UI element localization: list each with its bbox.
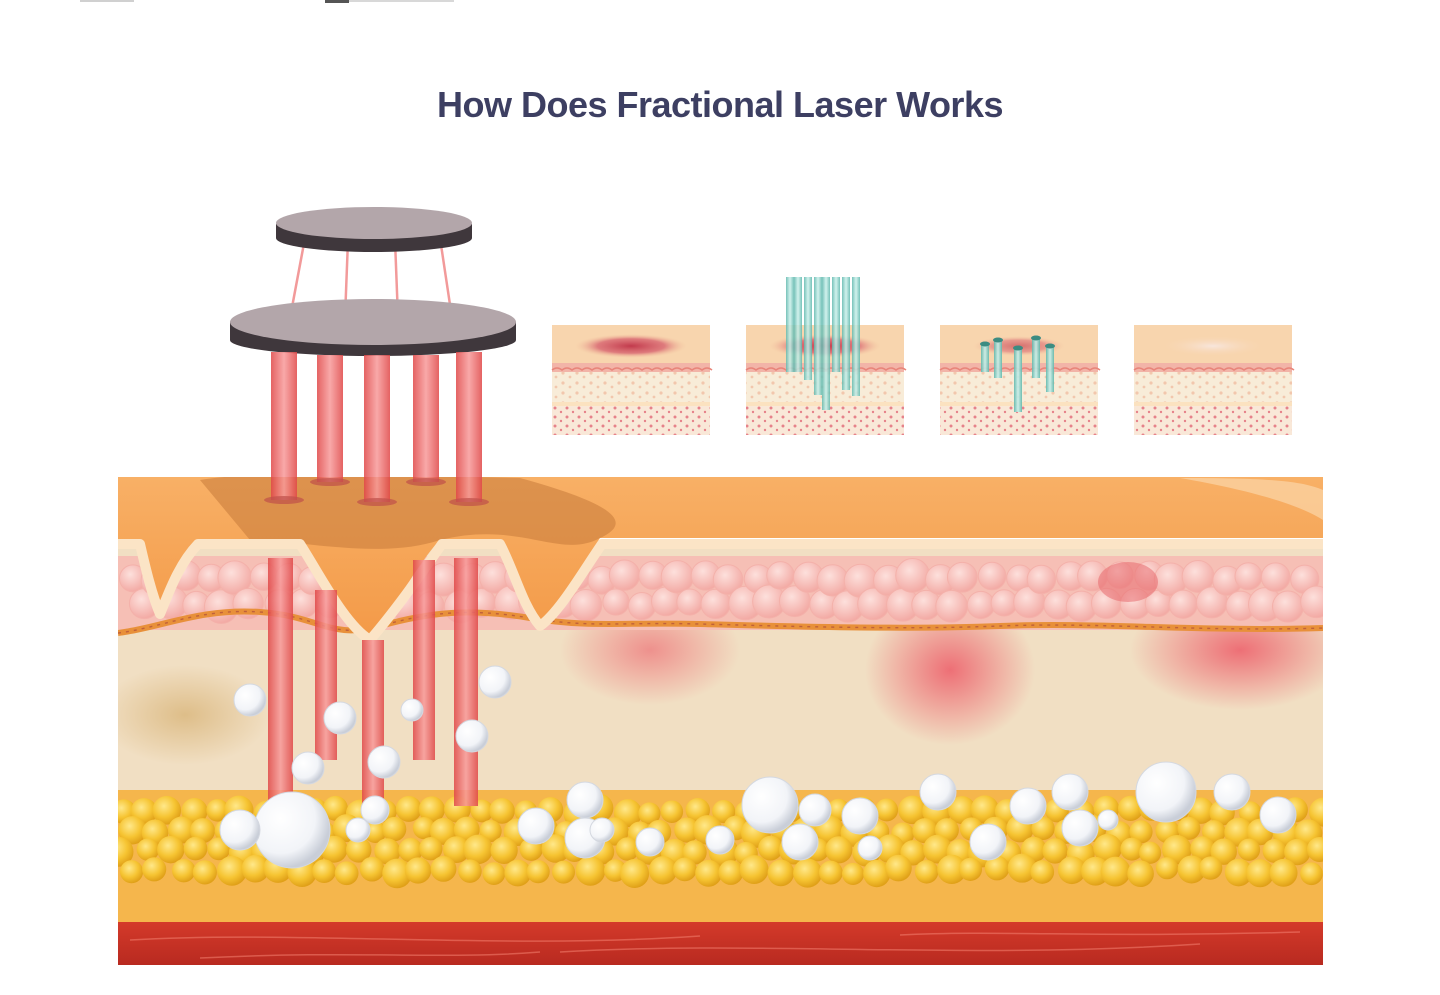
top-edge-marks	[80, 0, 454, 3]
healed-skin-icon	[1133, 325, 1295, 435]
bubbles	[219, 665, 1297, 869]
micro-wounds-icon	[939, 325, 1101, 435]
laser-columns-icon	[745, 277, 907, 435]
stage-panels	[551, 277, 1295, 435]
laser-handpiece-icon	[230, 207, 516, 356]
muscle-layer	[118, 922, 1323, 965]
page-title: How Does Fractional Laser Works	[436, 84, 1004, 125]
skin-lesion-icon	[551, 325, 713, 435]
